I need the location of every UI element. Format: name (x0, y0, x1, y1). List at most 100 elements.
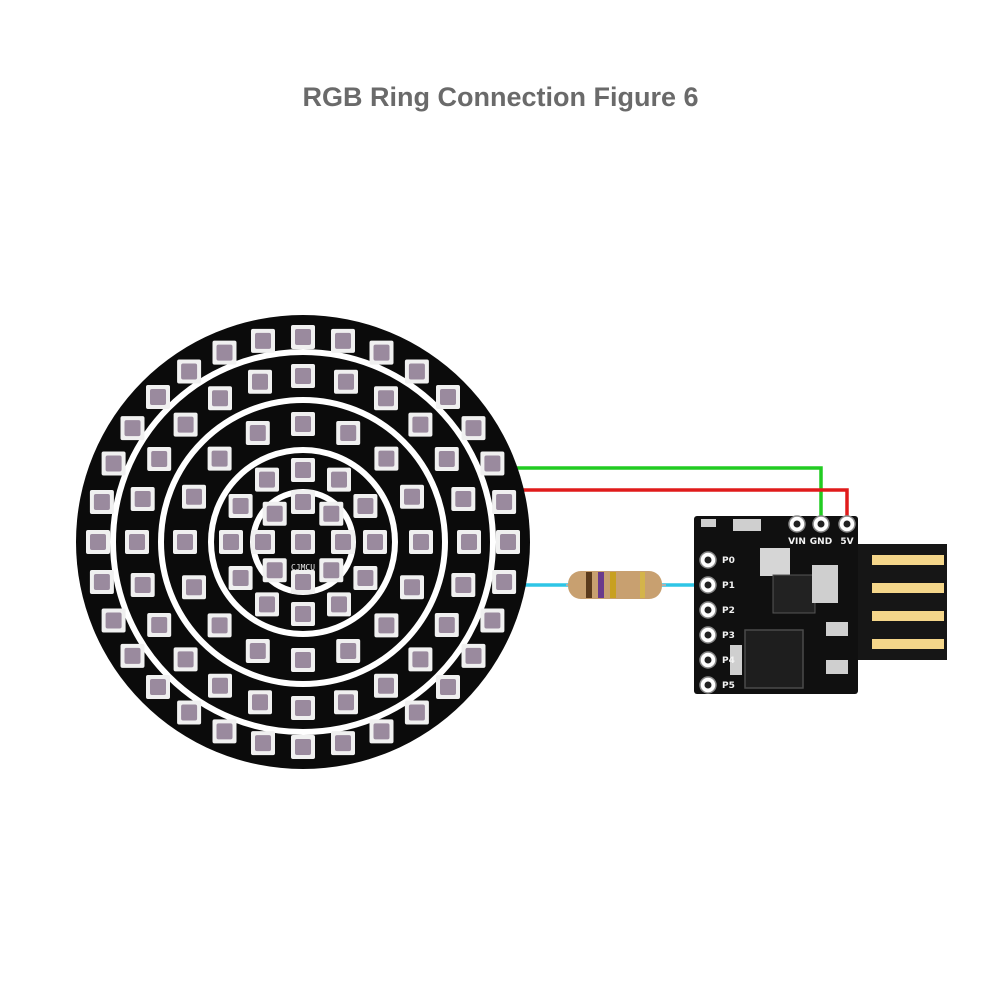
rgb-led (492, 490, 517, 514)
rgb-led (255, 467, 279, 492)
rgb-led (245, 421, 270, 445)
rgb-led (248, 690, 272, 715)
io-pin-label: P3 (722, 631, 735, 641)
power-pin-label: 5V (840, 537, 853, 547)
io-pin-label: P1 (722, 581, 735, 591)
regulator-chip (772, 574, 816, 614)
rgb-led (327, 592, 351, 617)
power-pin-label: GND (810, 537, 832, 547)
io-pin: P1 (699, 576, 735, 594)
usb-contact (872, 639, 944, 649)
io-pin: P0 (699, 551, 735, 569)
rgb-led (461, 643, 486, 668)
rgb-led (101, 451, 126, 476)
io-pin-label: P2 (722, 606, 735, 616)
rgb-led (228, 494, 253, 518)
rgb-led (173, 647, 198, 672)
rgb-led (120, 643, 145, 668)
resistor (566, 571, 666, 599)
usb-contact (872, 611, 944, 621)
ring-separator (208, 447, 398, 637)
rgb-led (331, 530, 355, 554)
rgb-led (208, 673, 232, 698)
rgb-led (451, 487, 476, 511)
rgb-led (291, 648, 315, 672)
smd-component (730, 645, 742, 675)
rgb-led (331, 731, 355, 756)
smd-component (826, 622, 848, 636)
power-pin: VIN (788, 515, 806, 547)
rgb-led (228, 566, 253, 590)
rgb-led (251, 530, 275, 554)
rgb-ring-board: CJMCU (76, 315, 530, 769)
rgb-led (363, 530, 387, 554)
rgb-led (251, 328, 275, 353)
power-pins: VIN GND 5V (788, 515, 856, 547)
rgb-led (207, 613, 232, 638)
io-pin: P2 (699, 601, 735, 619)
rgb-led (434, 613, 459, 637)
rgb-led (369, 340, 394, 365)
rgb-led (404, 359, 429, 384)
regulator-tab (812, 565, 838, 603)
rgb-led (147, 613, 172, 637)
rgb-led (130, 487, 155, 511)
power-pin-label: VIN (788, 537, 806, 547)
rgb-led (177, 700, 202, 725)
io-pin-label: P4 (722, 656, 735, 666)
rgb-led (404, 700, 429, 725)
rgb-led (334, 690, 358, 715)
resistor-band-tolerance (640, 572, 645, 598)
figure-title: RGB Ring Connection Figure 6 (302, 82, 699, 112)
rgb-led (436, 385, 460, 409)
wires (515, 466, 849, 587)
usb-contacts (872, 555, 944, 649)
resistor-band-1 (586, 572, 592, 598)
io-pin: P3 (699, 626, 735, 644)
rgb-led (336, 421, 361, 445)
rgb-led (177, 359, 202, 384)
rgb-led (207, 446, 232, 471)
rgb-led (146, 385, 170, 409)
rgb-led (208, 386, 232, 411)
rgb-led (334, 369, 358, 394)
led-layer (86, 325, 520, 759)
rgb-led (369, 719, 394, 744)
rgb-led (245, 639, 270, 663)
rgb-led (291, 458, 315, 482)
smd-component (701, 519, 716, 527)
rgb-led (374, 446, 399, 471)
rgb-led (291, 490, 315, 514)
power-pin: 5V (838, 515, 856, 547)
rgb-led (255, 592, 279, 617)
rgb-led (451, 573, 476, 597)
rgb-led (173, 530, 197, 554)
rgb-led (353, 566, 378, 590)
rgb-led (480, 451, 505, 476)
smd-component (733, 519, 761, 531)
rgb-led (182, 484, 206, 509)
rgb-led (436, 675, 460, 699)
io-pin-label: P0 (722, 556, 735, 566)
rgb-led (101, 608, 126, 633)
rgb-led (291, 364, 315, 388)
rgb-led (219, 530, 243, 554)
rgb-led (457, 530, 481, 554)
rgb-led (409, 530, 433, 554)
rgb-led (120, 416, 145, 441)
rgb-led (291, 412, 315, 436)
rgb-led (434, 447, 459, 471)
io-pin-label: P5 (722, 681, 735, 691)
rgb-led (173, 412, 198, 437)
rgb-led (248, 369, 272, 394)
rgb-led (319, 501, 344, 526)
rgb-led (461, 416, 486, 441)
rgb-led (130, 573, 155, 597)
rgb-led (291, 325, 315, 349)
rgb-led (480, 608, 505, 633)
rgb-led (327, 467, 351, 492)
rgb-led (408, 412, 433, 437)
